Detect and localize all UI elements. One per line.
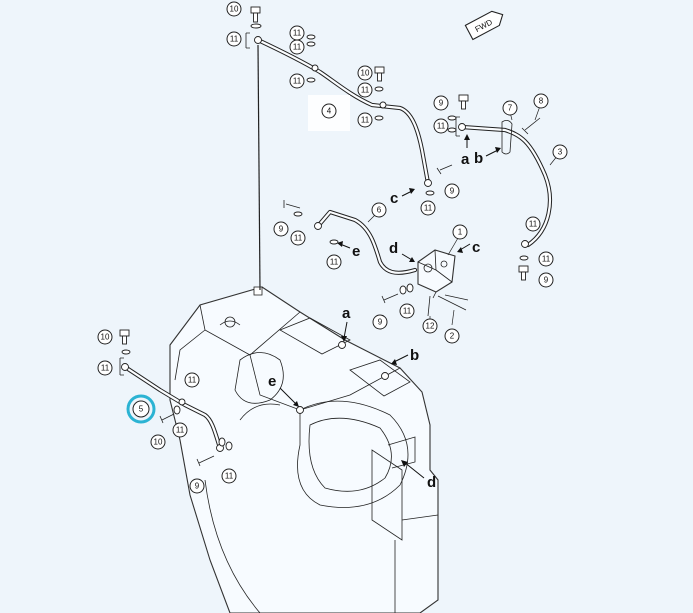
hose-3 <box>458 123 552 248</box>
callout-8: 8 <box>533 93 549 109</box>
letter-d-lower: d <box>427 474 436 491</box>
callout-10: 10 <box>150 434 166 450</box>
hardware <box>119 6 541 467</box>
svg-text:6: 6 <box>377 206 382 215</box>
callout-11: 11 <box>357 82 373 98</box>
svg-text:8: 8 <box>539 97 544 106</box>
callout-11: 11 <box>399 303 415 319</box>
callout-9: 9 <box>433 95 449 111</box>
svg-text:9: 9 <box>439 99 444 108</box>
svg-text:11: 11 <box>330 258 339 267</box>
svg-text:11: 11 <box>293 77 302 86</box>
letter-c-mid: c <box>472 239 480 256</box>
callout-7: 7 <box>502 100 518 116</box>
letter-c-top: c <box>390 190 398 207</box>
callout-3: 3 <box>552 144 568 160</box>
highlight-ring-5 <box>126 394 156 424</box>
letter-markers: a b c e d c a b e d <box>268 134 501 491</box>
callout-11: 11 <box>538 251 554 267</box>
callout-9: 9 <box>444 183 460 199</box>
callout-11: 11 <box>289 25 305 41</box>
svg-text:11: 11 <box>293 29 302 38</box>
svg-text:11: 11 <box>101 364 110 373</box>
callout-9: 9 <box>372 314 388 330</box>
letter-b-lower: b <box>410 347 419 364</box>
svg-text:11: 11 <box>294 234 303 243</box>
leader-lines <box>367 105 559 326</box>
letter-a-top: a <box>461 151 470 168</box>
svg-text:10: 10 <box>361 69 370 78</box>
hose-4 <box>254 36 432 187</box>
callout-11: 11 <box>97 360 113 376</box>
svg-text:11: 11 <box>529 220 538 229</box>
svg-text:9: 9 <box>378 318 383 327</box>
callout-4-label: 4 <box>321 103 337 119</box>
svg-text:3: 3 <box>558 148 563 157</box>
valve-block <box>417 249 469 301</box>
callout-11: 11 <box>226 31 242 47</box>
callout-11: 11 <box>326 254 342 270</box>
svg-text:1: 1 <box>458 228 463 237</box>
svg-text:2: 2 <box>450 332 455 341</box>
callout-11: 11 <box>221 468 237 484</box>
callout-9: 9 <box>273 221 289 237</box>
callout-10: 10 <box>226 1 242 17</box>
svg-text:11: 11 <box>361 116 370 125</box>
svg-text:10: 10 <box>101 333 110 342</box>
letter-d-top: d <box>389 240 398 257</box>
letter-e-lower: e <box>268 373 276 390</box>
callout-11: 11 <box>289 39 305 55</box>
svg-text:9: 9 <box>450 187 455 196</box>
svg-text:11: 11 <box>403 307 412 316</box>
svg-text:11: 11 <box>293 43 302 52</box>
callout-6: 6 <box>371 202 387 218</box>
svg-text:4: 4 <box>327 107 332 116</box>
callout-11: 11 <box>290 230 306 246</box>
svg-text:9: 9 <box>544 276 549 285</box>
svg-text:10: 10 <box>230 5 239 14</box>
callout-9: 9 <box>189 478 205 494</box>
callout-2: 2 <box>444 328 460 344</box>
svg-text:11: 11 <box>176 426 185 435</box>
housing-body <box>169 286 439 613</box>
callout-10: 10 <box>97 329 113 345</box>
svg-text:11: 11 <box>361 86 370 95</box>
callout-11: 11 <box>433 118 449 134</box>
callouts: 10 11 11 11 11 10 11 4 11 9 11 7 8 3 9 1… <box>97 1 568 494</box>
svg-text:10: 10 <box>154 438 163 447</box>
callout-11: 11 <box>172 422 188 438</box>
letter-a-lower: a <box>342 305 351 322</box>
letter-e-top: e <box>352 243 360 260</box>
svg-text:11: 11 <box>437 122 446 131</box>
callout-1: 1 <box>452 224 468 240</box>
callout-10: 10 <box>357 65 373 81</box>
callout-11: 11 <box>184 372 200 388</box>
callout-11: 11 <box>289 73 305 89</box>
hose-6 <box>314 209 418 275</box>
callout-11: 11 <box>525 216 541 232</box>
svg-text:11: 11 <box>542 255 551 264</box>
svg-text:7: 7 <box>508 104 513 113</box>
svg-text:5: 5 <box>139 405 144 414</box>
svg-text:11: 11 <box>230 35 239 44</box>
callout-11: 11 <box>420 200 436 216</box>
svg-text:12: 12 <box>426 322 435 331</box>
letter-b-top: b <box>474 150 483 167</box>
callout-5: 5 <box>132 400 150 418</box>
svg-text:9: 9 <box>195 482 200 491</box>
fwd-direction-badge: FWD <box>464 10 504 41</box>
callout-12: 12 <box>422 318 438 334</box>
svg-text:11: 11 <box>188 376 197 385</box>
transmission-housing <box>169 286 439 613</box>
callout-9: 9 <box>538 272 554 288</box>
svg-text:11: 11 <box>424 204 433 213</box>
svg-text:11: 11 <box>225 472 234 481</box>
callout-11: 11 <box>357 112 373 128</box>
svg-text:9: 9 <box>279 225 284 234</box>
support-rod <box>257 44 261 291</box>
